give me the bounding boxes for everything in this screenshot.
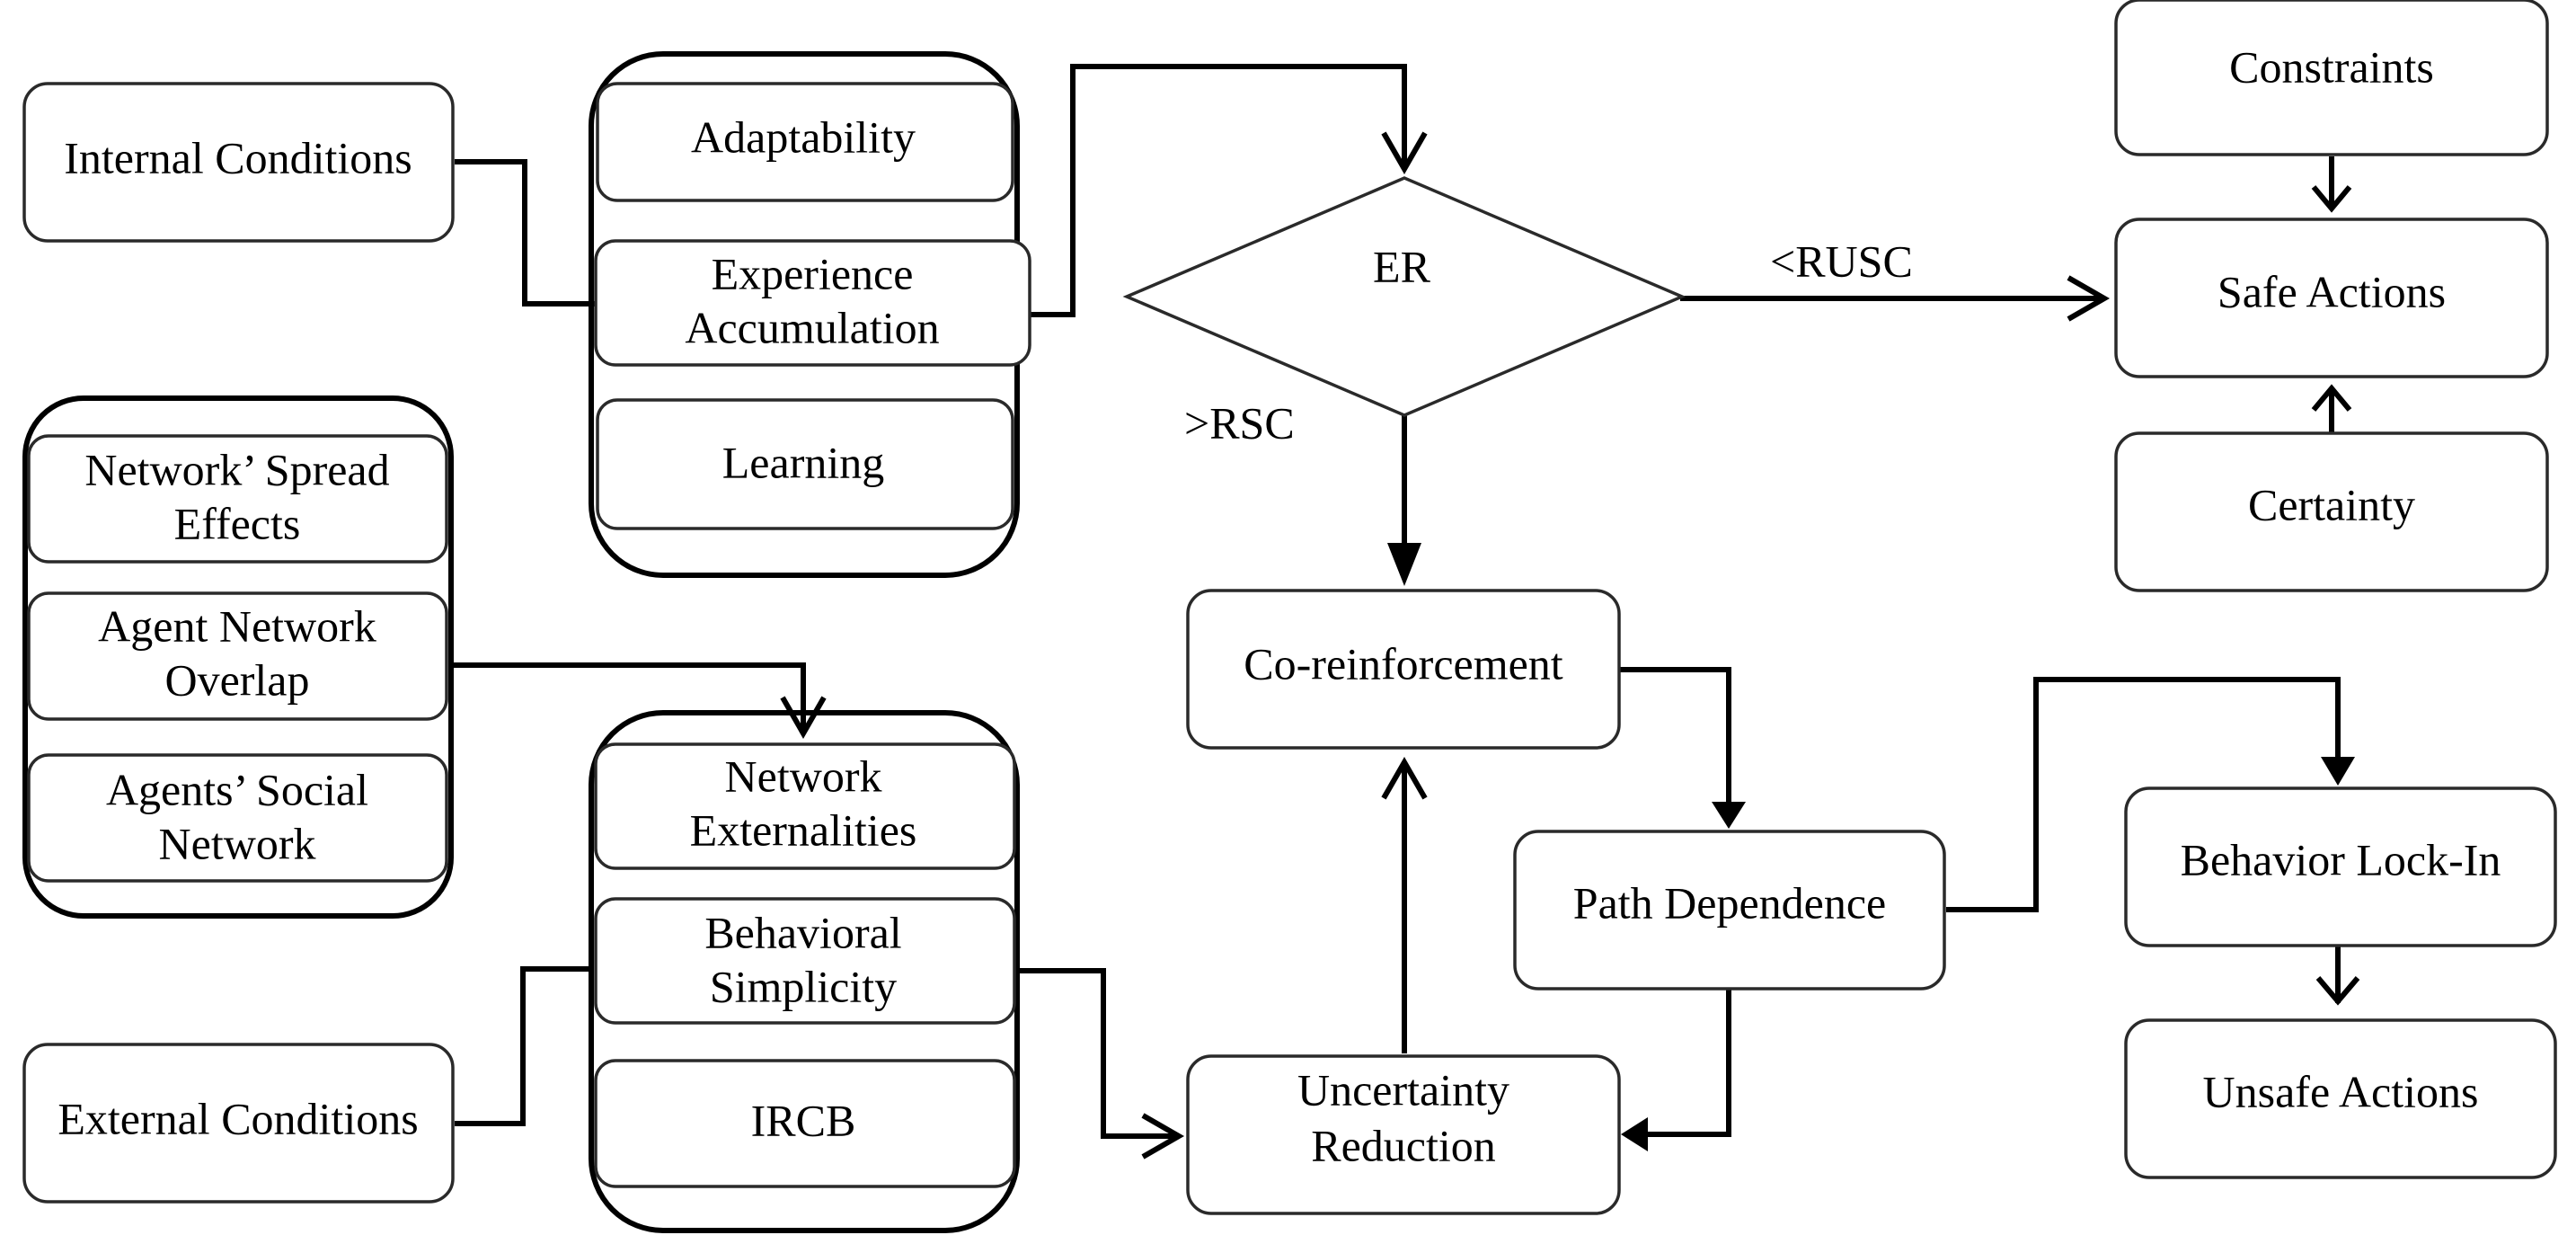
learning-node: Learning [596,398,1014,530]
constraints-node: Constraints [2114,0,2549,156]
internal-conditions-label: Internal Conditions [64,132,412,182]
adaptability-label: Adaptability [691,111,916,162]
edge-internal-to-experience [455,159,600,307]
arrowhead-lock-in-in [2321,757,2355,786]
network-externalities-line1: Network [725,751,882,801]
agent-network-overlap-node: Agent Network Overlap [27,591,448,721]
unsafe-actions-node: Unsafe Actions [2124,1018,2557,1179]
rusc-edge-label: <RUSC [1770,235,1913,286]
behavioral-simplicity-node: Behavioral Simplicity [594,897,1016,1025]
rsc-edge-label: >RSC [1184,397,1295,448]
er-label: ER [1373,241,1431,291]
network-spread-effects-node: Network’ Spread Effects [27,434,448,564]
arrowhead-path-dependence-in [1712,802,1746,829]
arrowhead-co-reinforcement-bottom [1381,756,1428,800]
network-externalities-line2: Externalities [690,804,917,855]
co-reinforcement-label: Co-reinforcement [1244,638,1563,689]
agents-social-network-node: Agents’ Social Network [27,753,448,883]
adaptability-node: Adaptability [596,82,1014,202]
path-dependence-label: Path Dependence [1573,877,1886,928]
path-dependence-node: Path Dependence [1513,830,1946,991]
safe-actions-node: Safe Actions [2114,218,2549,378]
constraints-label: Constraints [2229,41,2434,92]
arrowhead-safe-actions-in [2067,275,2111,322]
edge-behavioral-to-uncertainty [1019,968,1177,1139]
ircb-label: IRCB [751,1095,856,1145]
agents-social-network-line1: Agents’ Social [106,764,368,814]
edge-overlap-to-externalities [451,662,806,732]
er-decision-node: ER [1122,176,1686,417]
external-conditions-node: External Conditions [22,1043,455,1204]
certainty-node: Certainty [2114,431,2549,592]
behavioral-simplicity-line1: Behavioral [704,907,901,957]
experience-accumulation-line1: Experience [712,248,914,298]
certainty-label: Certainty [2248,479,2415,529]
safe-actions-label: Safe Actions [2217,266,2446,316]
uncertainty-reduction-node: Uncertainty Reduction [1186,1054,1621,1215]
arrowhead-uncertainty-right-in [1621,1117,1648,1151]
edge-co-reinforcement-to-path [1619,667,1731,804]
unsafe-actions-label: Unsafe Actions [2203,1066,2479,1116]
agent-network-overlap-line1: Agent Network [98,600,376,651]
agents-social-network-line2: Network [159,818,316,868]
edge-path-to-lock-in [1946,677,2341,912]
network-spread-effects-line2: Effects [174,498,301,548]
experience-accumulation-line2: Accumulation [685,302,939,352]
arrowhead-co-reinforcement-in [1387,543,1421,586]
uncertainty-reduction-line2: Reduction [1311,1120,1496,1170]
experience-accumulation-node: Experience Accumulation [594,239,1031,367]
edge-experience-to-er [1026,64,1407,317]
arrowhead-constraints-to-safe [2311,185,2352,213]
arrowhead-er-in [1381,131,1428,175]
edge-path-to-uncertainty [1644,989,1731,1137]
network-spread-effects-line1: Network’ Spread [84,444,389,494]
learning-label: Learning [722,437,884,487]
uncertainty-reduction-line1: Uncertainty [1297,1064,1509,1115]
arrowhead-uncertainty-in [1141,1113,1185,1159]
agent-network-overlap-line2: Overlap [164,654,309,705]
network-externalities-node: Network Externalities [594,742,1016,870]
behavior-lock-in-node: Behavior Lock-In [2124,786,2557,947]
arrowhead-lock-in-to-unsafe [2315,976,2360,1006]
co-reinforcement-node: Co-reinforcement [1186,589,1621,750]
behavioral-simplicity-line2: Simplicity [710,961,897,1011]
external-conditions-label: External Conditions [58,1093,418,1143]
internal-conditions-node: Internal Conditions [22,82,455,243]
arrowhead-certainty-to-safe [2311,384,2352,412]
edge-external-to-behavioral [455,966,593,1126]
ircb-node: IRCB [594,1059,1016,1188]
behavior-lock-in-label: Behavior Lock-In [2181,834,2501,884]
arrowhead-externalities-in [780,696,827,740]
